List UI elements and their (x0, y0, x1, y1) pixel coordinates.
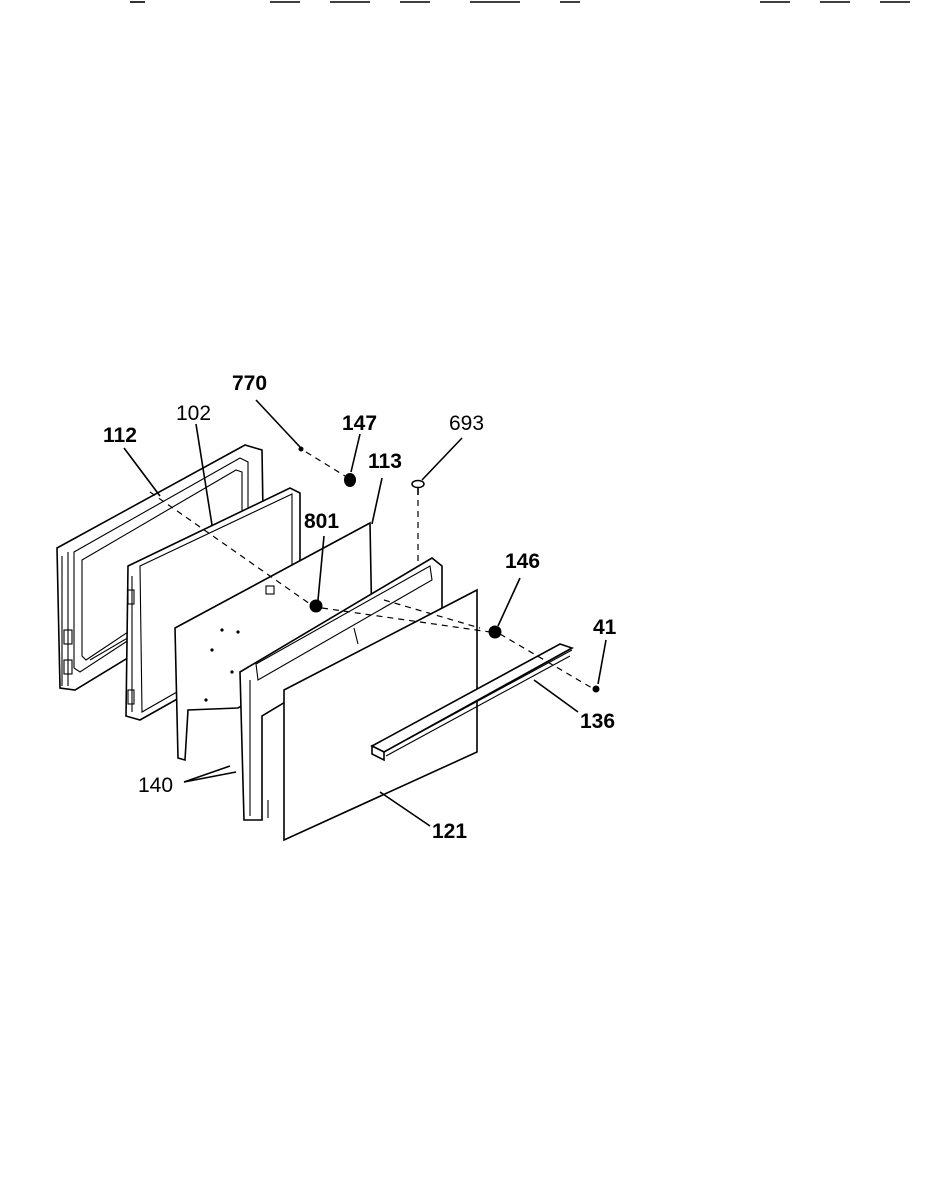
part-113-inner-panel (174, 521, 373, 762)
part-136-handle (370, 643, 574, 762)
label-146: 146 (505, 550, 540, 573)
label-136: 136 (580, 710, 615, 733)
label-41: 41 (593, 616, 617, 639)
label-801: 801 (304, 510, 339, 533)
label-112: 112 (103, 424, 137, 447)
label-770: 770 (232, 372, 267, 395)
part-146-bumper (488, 625, 502, 639)
part-121-outer-glass (283, 588, 478, 842)
part-801-bumper (309, 599, 323, 613)
label-121: 121 (432, 820, 467, 843)
part-693-screw (411, 479, 425, 495)
label-693: 693 (449, 412, 484, 435)
leader-lines (123, 399, 607, 827)
part-147-screw (344, 473, 356, 487)
part-labels: 770 147 693 112 102 113 801 146 41 136 1… (103, 372, 617, 843)
part-770-screw (298, 446, 304, 452)
label-102: 102 (176, 402, 211, 425)
label-140: 140 (138, 774, 173, 797)
label-147: 147 (342, 412, 377, 435)
part-41-screw (592, 685, 600, 693)
assembly-lines (149, 451, 593, 689)
label-113: 113 (368, 450, 402, 473)
hardware-parts (298, 446, 600, 693)
